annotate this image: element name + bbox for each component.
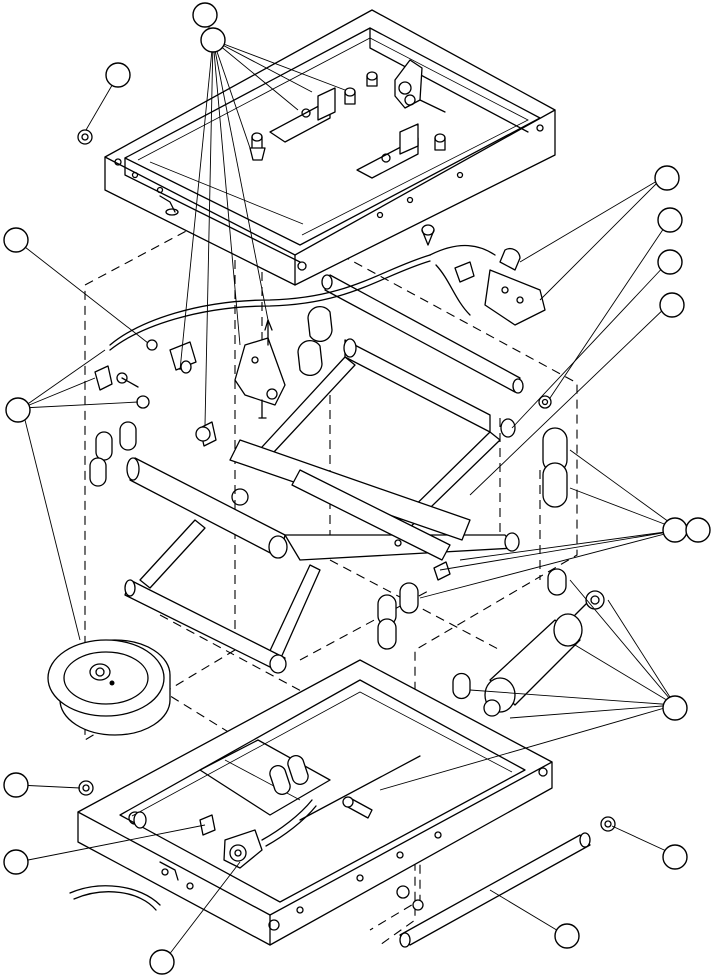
callout-c13 [3, 772, 29, 798]
callout-c4 [3, 227, 29, 253]
callout-c5 [5, 397, 31, 423]
bottom-frame [69, 659, 553, 946]
callout-c16 [554, 923, 580, 949]
callout-c7 [657, 207, 683, 233]
shock-absorber [452, 568, 605, 717]
top-frame [104, 9, 556, 286]
callout-c15 [662, 844, 688, 870]
air-spring [47, 639, 171, 736]
callout-c12 [662, 695, 688, 721]
callout-c6 [654, 165, 680, 191]
small-hardware [77, 129, 93, 145]
callout-c1 [192, 2, 218, 28]
leader-lines [15, 14, 681, 961]
callout-c10 [662, 517, 688, 543]
callouts [3, 2, 711, 975]
callout-c11 [685, 517, 711, 543]
scissor-mechanism [89, 224, 568, 674]
bottom-rod [399, 816, 616, 948]
callout-c17 [149, 949, 175, 975]
callout-c9 [659, 292, 685, 318]
callout-c8 [657, 249, 683, 275]
callout-c2 [200, 27, 226, 53]
callout-c3 [105, 62, 131, 88]
callout-c14 [3, 849, 29, 875]
